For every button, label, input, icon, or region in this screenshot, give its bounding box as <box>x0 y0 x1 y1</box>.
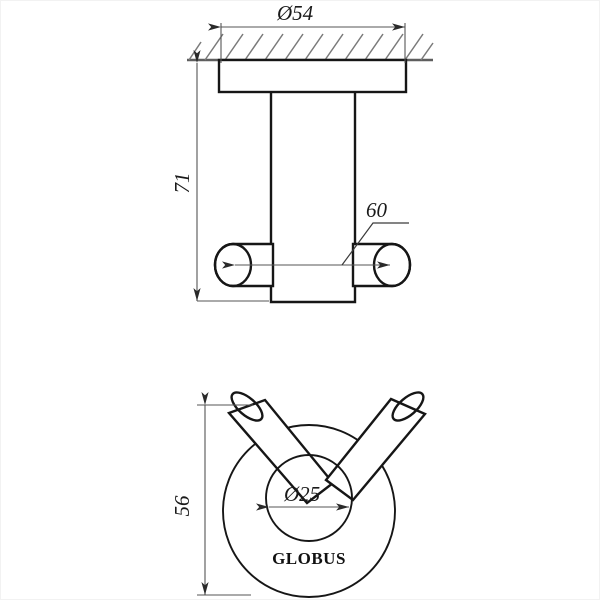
brand-label: GLOBUS <box>272 549 346 568</box>
outer-body-circle <box>222 424 396 598</box>
dimension-height-71: 71 <box>170 50 269 302</box>
flange-body <box>217 58 408 94</box>
dimension-label-dia25: Ø25 <box>283 482 320 506</box>
dimension-label-h56: 56 <box>170 495 194 517</box>
inner-hub-circle <box>265 454 353 542</box>
hatch-lines <box>188 33 434 61</box>
bottom-plan-view: Ø25 GLOBUS 56 <box>170 391 427 598</box>
dimension-height-56: 56 <box>170 392 253 596</box>
ground-hatch-group <box>187 33 434 62</box>
dimension-label-h71: 71 <box>170 173 194 194</box>
dimension-diameter-54: Ø54 <box>208 1 406 63</box>
column-body <box>269 92 357 304</box>
dimension-label-dia54: Ø54 <box>276 1 314 25</box>
dimension-label-w60: 60 <box>366 198 388 222</box>
dimension-diameter-25: Ø25 <box>256 482 349 511</box>
front-elevation-view: Ø54 71 60 <box>170 1 434 304</box>
dimension-width-60: 60 <box>222 198 409 269</box>
right-angled-arm <box>324 391 427 502</box>
